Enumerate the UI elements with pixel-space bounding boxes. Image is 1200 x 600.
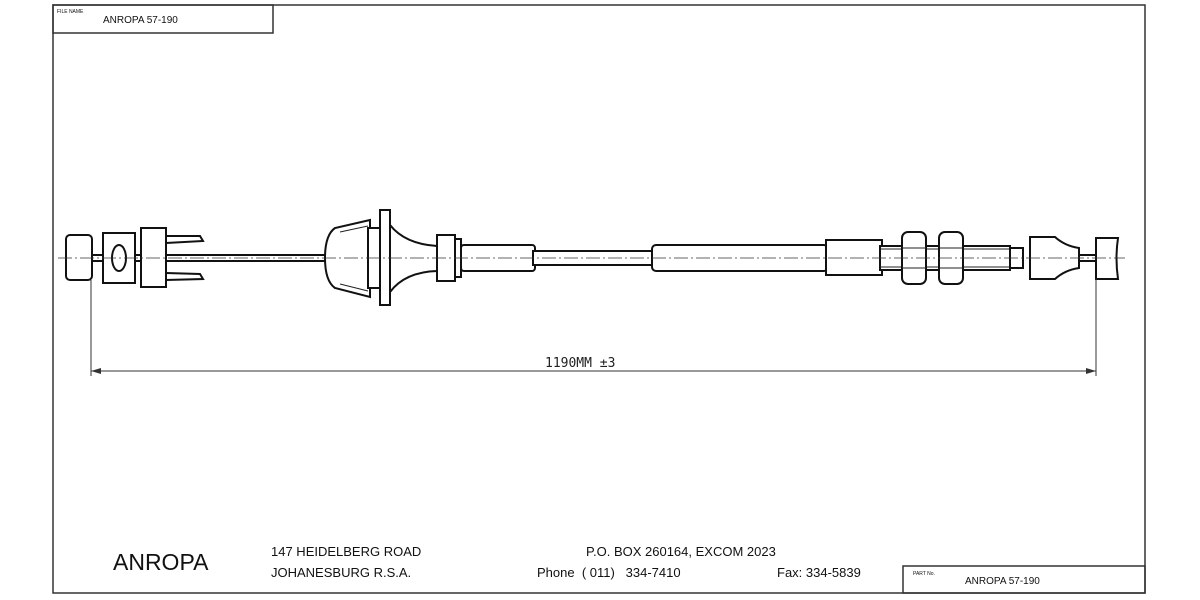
end-cap <box>1095 237 1120 280</box>
file-name-value: ANROPA 57-190 <box>103 15 178 26</box>
dimension-label: 1190MM ±3 <box>545 356 615 371</box>
file-name-box: FILE NAME ANROPA 57-190 <box>52 4 274 34</box>
ferrule <box>825 239 883 276</box>
flange <box>379 209 391 306</box>
part-number-box: PART No. ANROPA 57-190 <box>902 565 1146 594</box>
cable-assembly <box>65 209 1120 306</box>
cone <box>389 222 438 295</box>
length-dimension: 1190MM ±3 <box>90 279 1097 376</box>
file-name-label: FILE NAME <box>57 9 84 15</box>
po-box: P.O. BOX 260164, EXCOM 2023 <box>586 544 776 559</box>
address-line-2: JOHANESBURG R.S.A. <box>271 565 411 580</box>
part-number-value: ANROPA 57-190 <box>965 576 1040 587</box>
phone: Phone ( 011) 334-7410 <box>537 565 681 580</box>
grommet-fingers <box>339 225 369 292</box>
clip-prongs <box>165 235 205 281</box>
fax: Fax: 334-5839 <box>777 565 861 580</box>
pedal-end-knob <box>65 234 93 281</box>
part-number-label: PART No. <box>913 571 935 577</box>
company-name: ANROPA <box>113 549 209 575</box>
address-line-1: 147 HEIDELBERG ROAD <box>271 544 421 559</box>
clip-body <box>140 227 167 288</box>
drawing-border <box>52 4 1146 594</box>
